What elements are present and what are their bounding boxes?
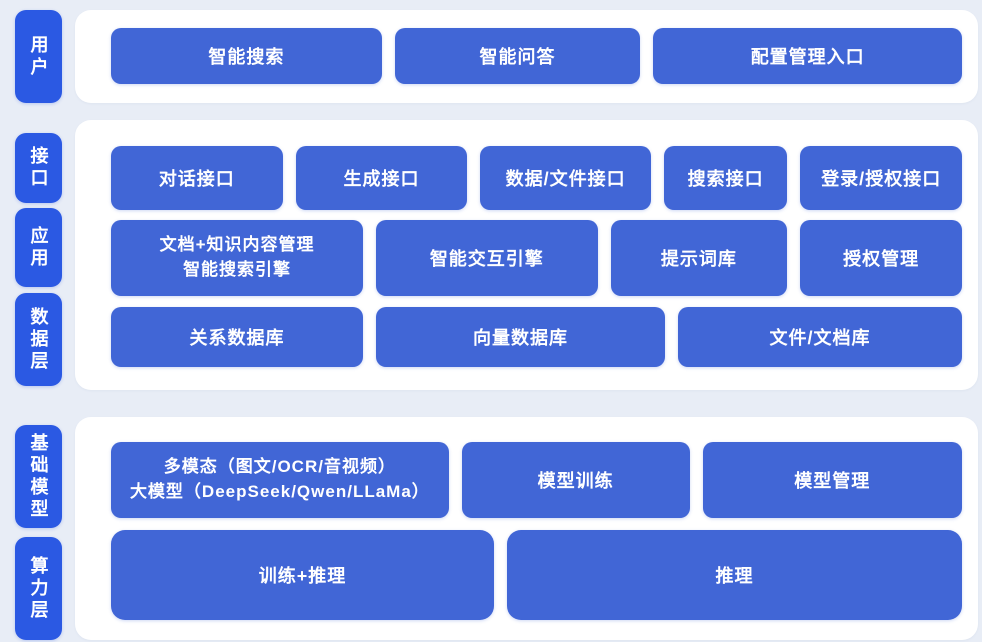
node-search-api: 搜索接口 — [663, 146, 788, 210]
node-data-file-api: 数据/文件接口 — [480, 146, 651, 210]
row-interfaces: 对话接口 生成接口 数据/文件接口 搜索接口 登录/授权接口 — [111, 146, 962, 210]
row-foundation-models: 多模态（图文/OCR/音视频） 大模型（DeepSeek/Qwen/LLaMa）… — [111, 442, 962, 518]
layer-band-user: 用户 智能搜索 智能问答 配置管理入口 — [15, 10, 978, 103]
row-user-entries: 智能搜索 智能问答 配置管理入口 — [111, 28, 962, 84]
row-applications: 文档+知识内容管理 智能搜索引擎 智能交互引擎 提示词库 授权管理 — [111, 220, 962, 296]
row-compute: 训练+推理 推理 — [111, 530, 962, 620]
node-config-mgmt-entry: 配置管理入口 — [653, 28, 962, 84]
panel-middle: 对话接口 生成接口 数据/文件接口 搜索接口 登录/授权接口 文档+知识内容管理… — [75, 120, 978, 390]
panel-bottom: 多模态（图文/OCR/音视频） 大模型（DeepSeek/Qwen/LLaMa）… — [75, 417, 978, 640]
node-training-inference: 训练+推理 — [111, 530, 494, 620]
panel-user: 智能搜索 智能问答 配置管理入口 — [75, 10, 978, 103]
row-data-stores: 关系数据库 向量数据库 文件/文档库 — [111, 307, 962, 367]
node-inference: 推理 — [507, 530, 962, 620]
layer-band-middle: 接口 应用 数据层 对话接口 生成接口 数据/文件接口 搜索接口 登录/授权接口… — [15, 120, 978, 390]
layer-label-interface: 接口 — [15, 133, 62, 203]
layer-label-column: 用户 — [15, 10, 62, 103]
node-file-doc-store: 文件/文档库 — [678, 307, 962, 367]
node-generation-api: 生成接口 — [295, 146, 468, 210]
layer-label-user: 用户 — [15, 10, 62, 103]
layer-band-bottom: 基础模型 算力层 多模态（图文/OCR/音视频） 大模型（DeepSeek/Qw… — [15, 417, 978, 640]
node-auth-mgmt: 授权管理 — [800, 220, 962, 296]
node-multimodal-llm: 多模态（图文/OCR/音视频） 大模型（DeepSeek/Qwen/LLaMa） — [111, 442, 449, 518]
node-smart-search: 智能搜索 — [111, 28, 382, 84]
node-interactive-engine: 智能交互引擎 — [376, 220, 598, 296]
layer-label-column: 基础模型 算力层 — [15, 417, 62, 640]
layer-label-data-layer: 数据层 — [15, 293, 62, 386]
node-model-training: 模型训练 — [461, 442, 690, 518]
node-relational-db: 关系数据库 — [111, 307, 364, 367]
layer-label-application: 应用 — [15, 208, 62, 287]
node-vector-db: 向量数据库 — [376, 307, 666, 367]
node-doc-knowledge-search-engine: 文档+知识内容管理 智能搜索引擎 — [111, 220, 364, 296]
node-login-auth-api: 登录/授权接口 — [800, 146, 962, 210]
layer-label-compute-layer: 算力层 — [15, 537, 62, 640]
layer-label-column: 接口 应用 数据层 — [15, 120, 62, 390]
node-prompt-library: 提示词库 — [610, 220, 788, 296]
node-model-mgmt: 模型管理 — [702, 442, 962, 518]
layer-label-foundation-model: 基础模型 — [15, 425, 62, 528]
node-smart-qa: 智能问答 — [394, 28, 641, 84]
node-dialog-api: 对话接口 — [111, 146, 283, 210]
